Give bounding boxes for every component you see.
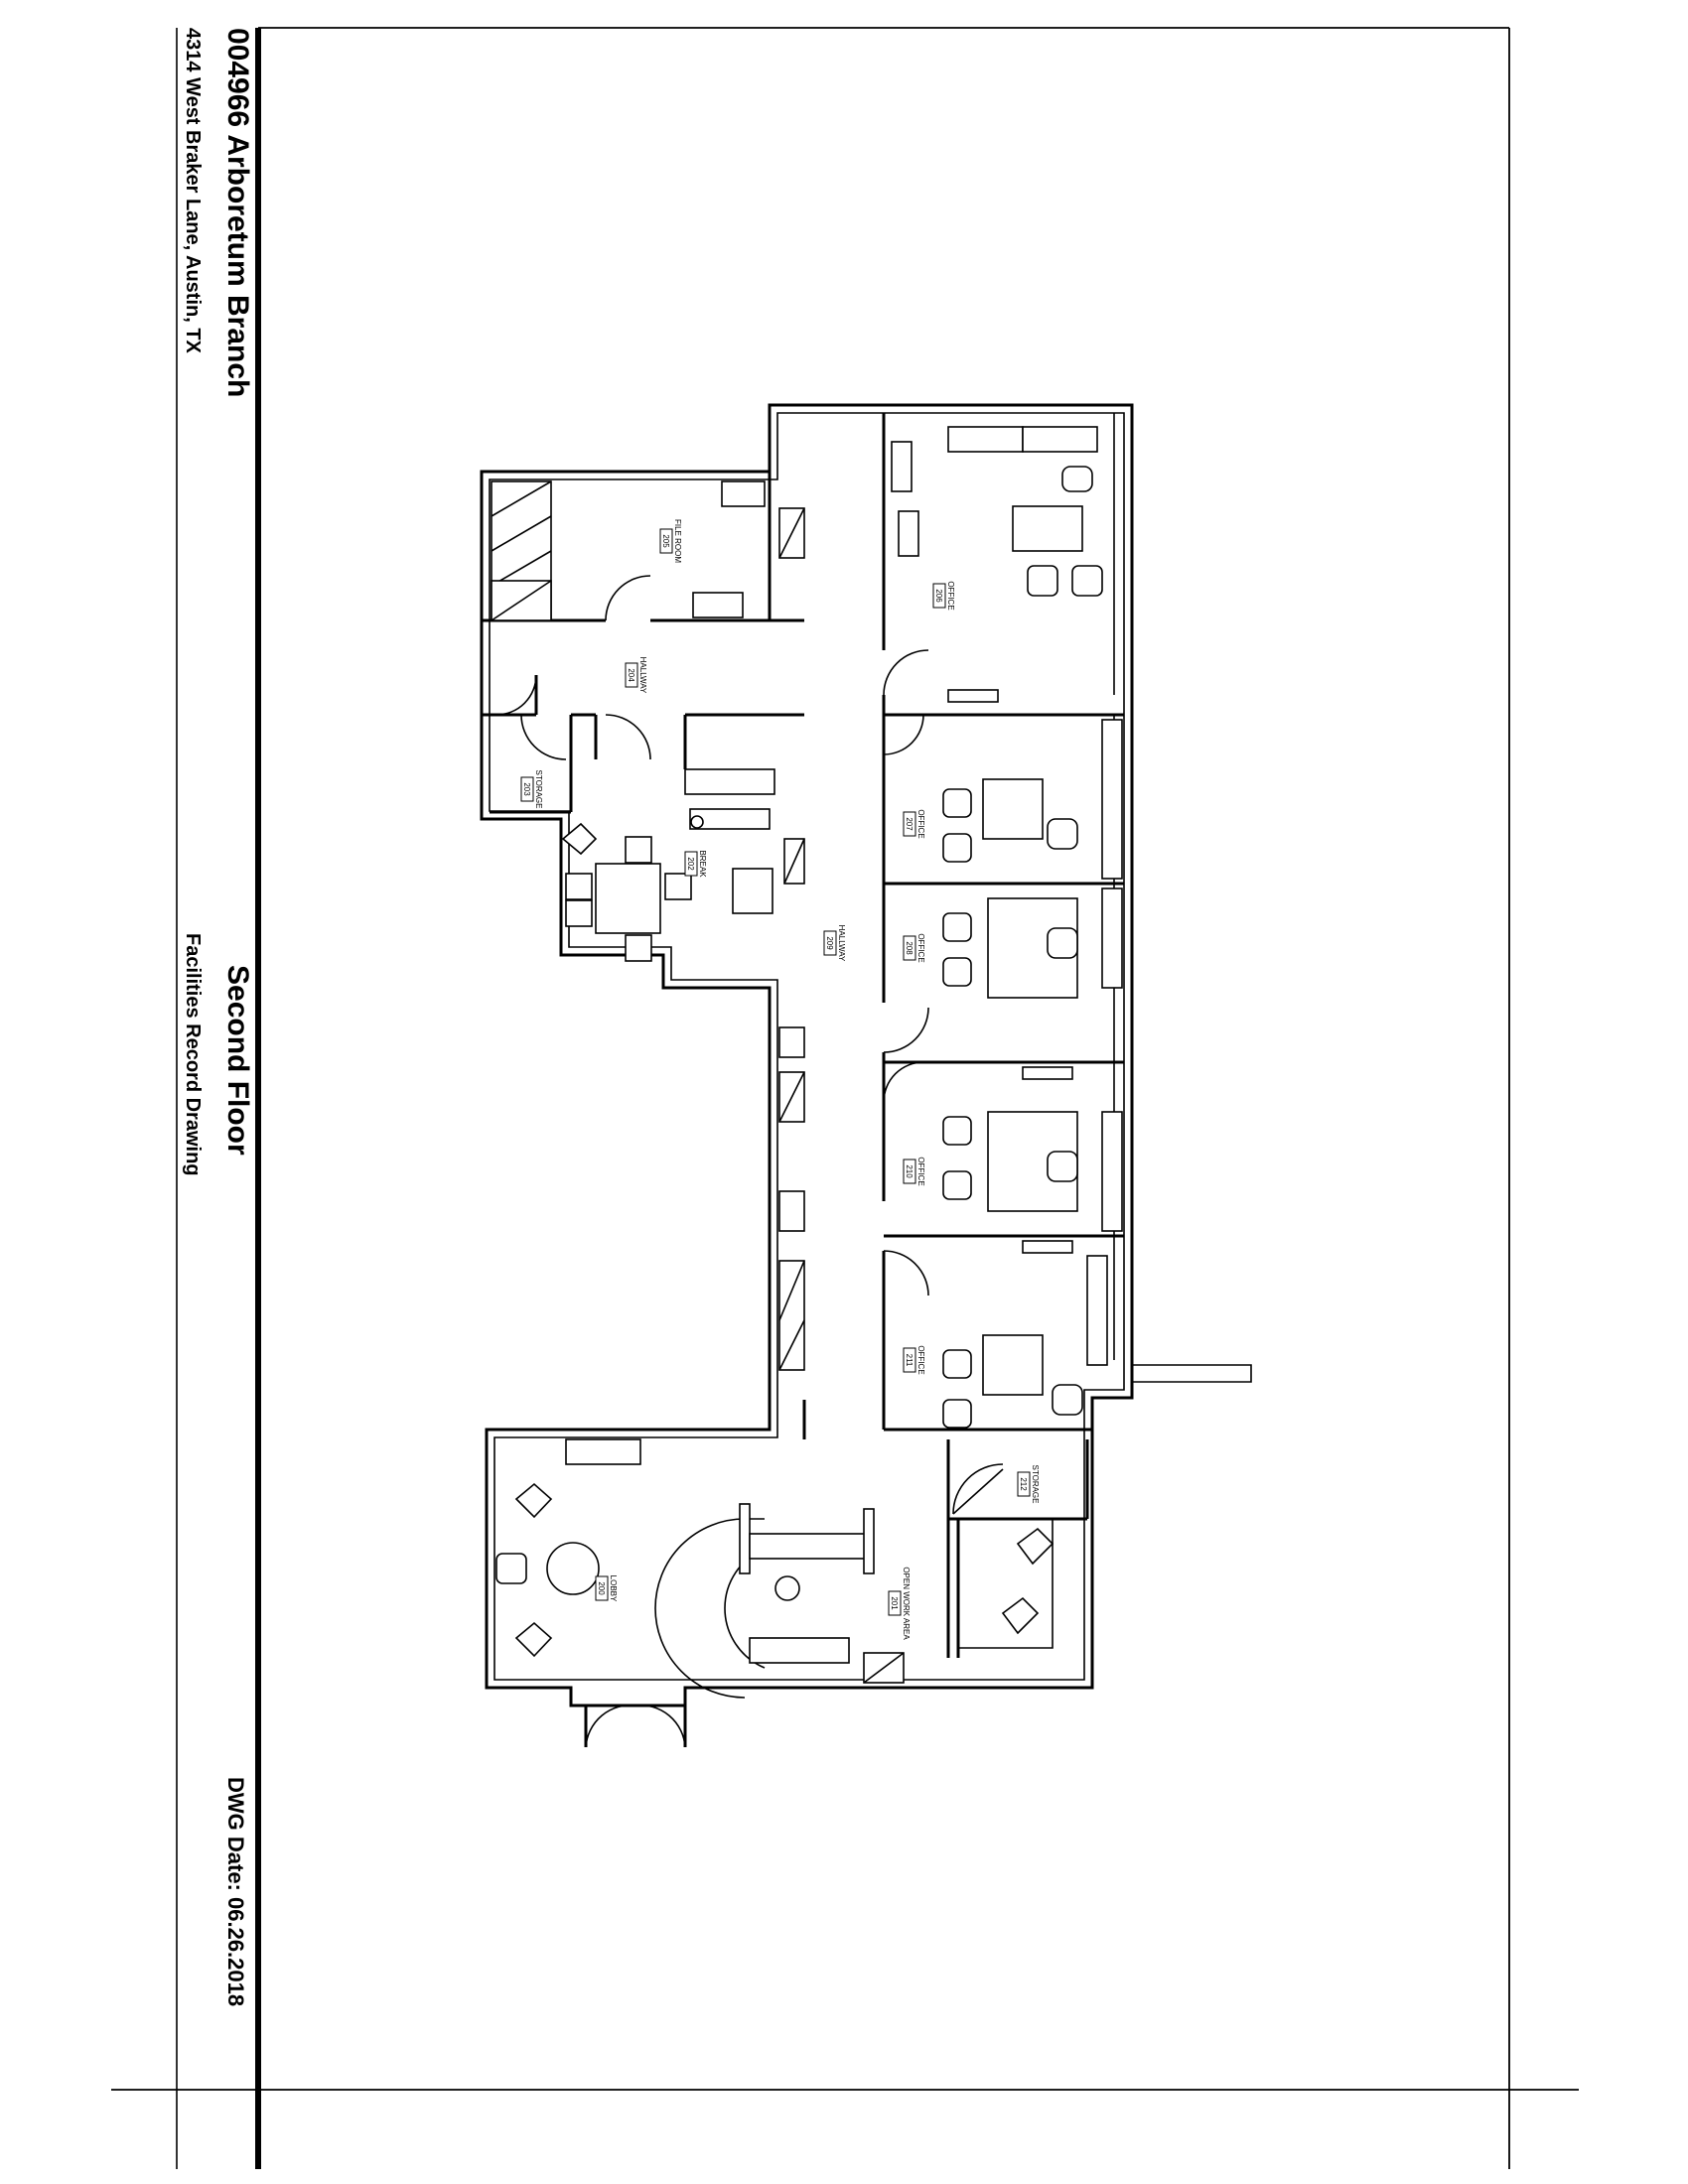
svg-text:HALLWAY: HALLWAY [638, 657, 647, 694]
svg-text:210: 210 [905, 1164, 914, 1178]
storage-203 [490, 714, 651, 814]
room-tag-hallway-204: HALLWAY 204 [625, 657, 647, 694]
svg-text:203: 203 [522, 782, 531, 796]
address-text: 4314 West Braker Lane, Austin, TX [182, 28, 204, 354]
room-tag-file-room: FILE ROOM 205 [659, 519, 682, 563]
svg-text:201: 201 [890, 1596, 899, 1610]
svg-text:BREAK: BREAK [698, 850, 707, 878]
svg-text:202: 202 [686, 857, 695, 871]
svg-text:OFFICE: OFFICE [916, 809, 925, 838]
office-207 [883, 714, 1124, 886]
svg-text:211: 211 [905, 1354, 914, 1367]
room-tag-office-211: OFFICE 211 [903, 1345, 925, 1375]
room-tag-hallway-209: HALLWAY 209 [823, 925, 846, 962]
floor-title: Second Floor [221, 965, 254, 1156]
break-room [561, 715, 805, 962]
office-206 [883, 426, 1124, 717]
reception-desk [654, 1503, 875, 1699]
room-tag-office-207: OFFICE 207 [903, 809, 925, 839]
hallway-209 [778, 413, 886, 1439]
room-tag-storage-203: STORAGE 203 [520, 770, 543, 809]
file-room [482, 472, 772, 622]
hallway-204 [482, 674, 804, 717]
svg-text:OFFICE: OFFICE [916, 1345, 925, 1374]
office-210 [883, 1061, 1124, 1254]
room-tag-storage-212: STORAGE 212 [1017, 1465, 1040, 1504]
svg-text:204: 204 [627, 668, 635, 682]
svg-text:212: 212 [1019, 1477, 1028, 1491]
svg-text:OPEN WORK AREA: OPEN WORK AREA [902, 1567, 911, 1640]
room-tag-lobby: LOBBY 200 [595, 1575, 618, 1602]
svg-text:FILE ROOM: FILE ROOM [673, 519, 682, 563]
svg-text:LOBBY: LOBBY [609, 1575, 618, 1602]
svg-text:STORAGE: STORAGE [534, 770, 543, 809]
sheet-border [111, 27, 1579, 2169]
svg-text:206: 206 [934, 589, 943, 603]
svg-text:205: 205 [661, 534, 670, 548]
room-tag-break: BREAK 202 [684, 850, 707, 878]
title-block: 004966 Arboretum Branch 4314 West Braker… [182, 28, 254, 2006]
open-work-area [863, 1518, 1055, 1684]
room-tag-office-208: OFFICE 208 [903, 933, 925, 963]
file-room-partition [770, 507, 805, 622]
svg-text:OFFICE: OFFICE [946, 581, 955, 610]
room-tag-office-210: OFFICE 210 [903, 1157, 925, 1186]
svg-text:209: 209 [825, 936, 834, 950]
svg-text:207: 207 [905, 817, 914, 831]
room-tag-open-work-area: OPEN WORK AREA 201 [888, 1567, 911, 1640]
office-208 [883, 887, 1124, 1080]
svg-text:OFFICE: OFFICE [916, 1157, 925, 1185]
svg-text:STORAGE: STORAGE [1031, 1465, 1040, 1504]
storage-212 [946, 1439, 1089, 1521]
dwg-date-text: DWG Date: 06.26.2018 [223, 1777, 248, 2006]
svg-text:200: 200 [597, 1581, 606, 1595]
room-tag-office-206: OFFICE 206 [932, 581, 955, 611]
branch-title: 004966 Arboretum Branch [221, 28, 254, 397]
office-211 [883, 1250, 1108, 1432]
lobby [495, 1438, 687, 1748]
drawing-type-text: Facilities Record Drawing [182, 933, 204, 1176]
svg-text:HALLWAY: HALLWAY [837, 925, 846, 962]
svg-text:208: 208 [905, 941, 914, 955]
svg-text:OFFICE: OFFICE [916, 933, 925, 962]
